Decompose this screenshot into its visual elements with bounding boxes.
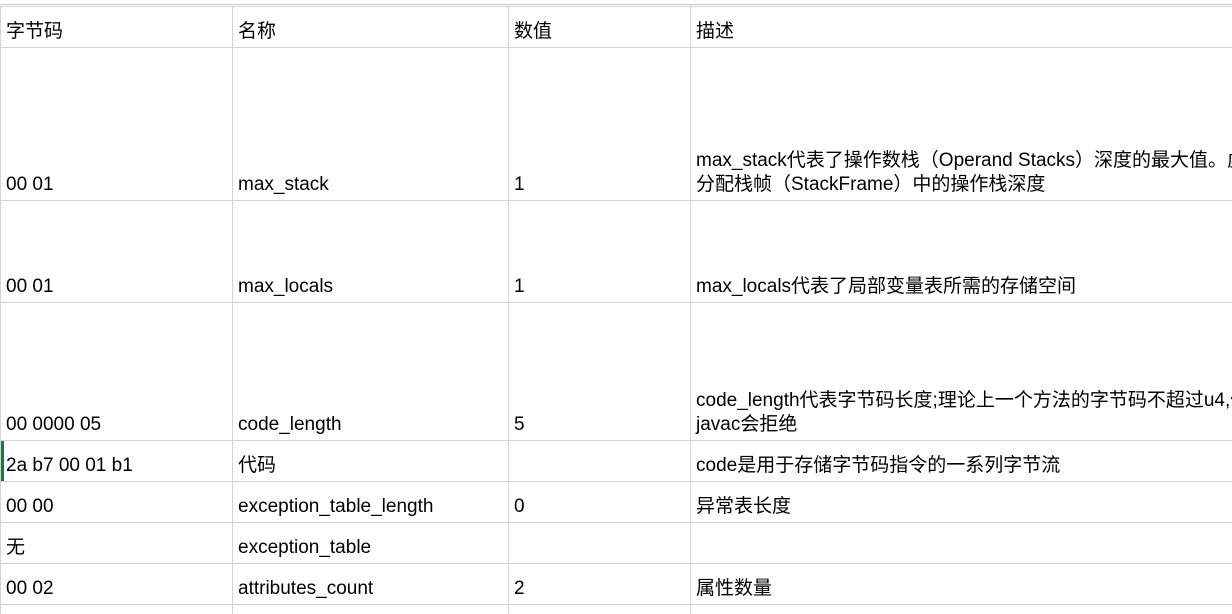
cell-name[interactable]: exception_table_length	[232, 481, 509, 523]
cell-bytecode[interactable]: 00 01	[0, 200, 233, 303]
cell-name[interactable]: max_locals	[232, 200, 509, 303]
cell-description[interactable]: code是用于存储字节码指令的一系列字节流	[690, 440, 1232, 482]
column-header-description[interactable]: 描述	[690, 6, 1232, 48]
cell-name[interactable]: 代码	[232, 440, 509, 482]
cell-value[interactable]: 2	[508, 563, 691, 605]
column-header-value[interactable]: 数值	[508, 6, 691, 48]
cell-name[interactable]: exception_table	[232, 522, 509, 564]
cell-value[interactable]: 1	[508, 47, 691, 201]
cell-bytecode[interactable]: 00 00	[0, 481, 233, 523]
cell-name[interactable]: attributes	[232, 604, 509, 614]
cell-description[interactable]: max_locals代表了局部变量表所需的存储空间	[690, 200, 1232, 303]
cell-name[interactable]: max_stack	[232, 47, 509, 201]
cell-bytecode[interactable]: 00 0000 05	[0, 302, 233, 441]
column-header-name[interactable]: 名称	[232, 6, 509, 48]
cell-bytecode[interactable]: 剩下的字节码	[0, 604, 233, 614]
cell-value[interactable]	[508, 522, 691, 564]
cell-value[interactable]: 5	[508, 302, 691, 441]
cell-description[interactable]: max_stack代表了操作数栈（Operand Stacks）深度的最大值。虚…	[690, 47, 1232, 201]
table-header-row: 字节码 名称 数值 描述	[0, 6, 1232, 48]
clipped-top-row	[0, 0, 1232, 5]
cell-value[interactable]	[508, 440, 691, 482]
cell-name[interactable]: attributes_count	[232, 563, 509, 605]
cell-bytecode[interactable]: 00 01	[0, 47, 233, 201]
cell-value[interactable]: 1	[508, 200, 691, 303]
column-header-bytecode[interactable]: 字节码	[0, 6, 233, 48]
cell-name[interactable]: code_length	[232, 302, 509, 441]
cell-value[interactable]	[508, 604, 691, 614]
cell-description[interactable]	[690, 522, 1232, 564]
cell-description[interactable]: 异常表长度	[690, 481, 1232, 523]
cell-value[interactable]: 0	[508, 481, 691, 523]
cell-bytecode[interactable]: 2a b7 00 01 b1	[0, 440, 233, 482]
cell-description[interactable]	[690, 604, 1232, 614]
table-row[interactable]: 剩下的字节码attributes	[0, 604, 1232, 614]
cell-description[interactable]: code_length代表字节码长度;理论上一个方法的字节码不超过u4,但实际是…	[690, 302, 1232, 441]
cell-description[interactable]: 属性数量	[690, 563, 1232, 605]
cell-bytecode[interactable]: 无	[0, 522, 233, 564]
cell-bytecode[interactable]: 00 02	[0, 563, 233, 605]
